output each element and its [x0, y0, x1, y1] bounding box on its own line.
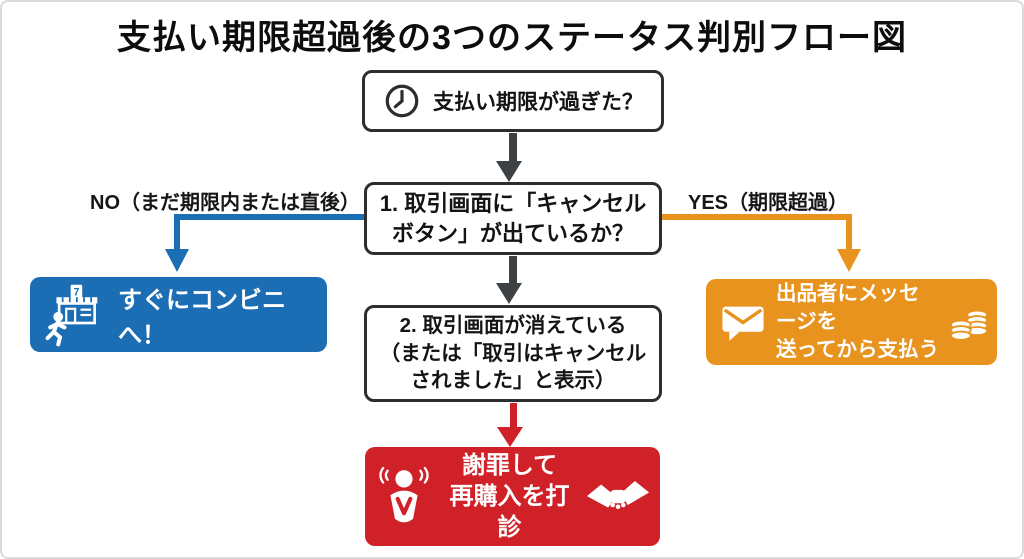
- clock-icon: [383, 82, 421, 120]
- branch-yes-label: YES（期限超過）: [688, 192, 849, 214]
- arrow-yes-vertical: [846, 214, 852, 250]
- arrow-decision1-to-decision2-stem: [509, 256, 517, 285]
- decision1-line2: ボタン」が出ているか？: [391, 220, 634, 246]
- arrow-decision1-to-decision2-head: [496, 283, 522, 304]
- result-cancel-box: 謝罪して 再購入を打診: [365, 447, 660, 546]
- decision1-line1: 1. 取引画面に「キャンセル: [379, 190, 647, 216]
- arrow-no-horizontal: [174, 214, 364, 220]
- branch-no-label: NO（まだ期限内または直後）: [90, 192, 360, 214]
- arrow-yes-horizontal: [662, 214, 852, 220]
- arrow-start-to-decision1-head: [496, 161, 522, 182]
- decision2-line2: （または「取引はキャンセル: [379, 341, 647, 365]
- result-yes-line1: 出品者にメッセージを: [776, 282, 920, 334]
- decision1-node: 1. 取引画面に「キャンセル ボタン」が出ているか？: [364, 182, 662, 255]
- decision2-line3: されました」と表示）: [410, 369, 616, 393]
- arrow-no-vertical: [174, 214, 180, 250]
- arrow-decision2-to-result-head: [497, 427, 523, 447]
- page-title: 支払い期限超過後の3つのステータス判別フロー図: [117, 19, 907, 57]
- handshake-icon: [586, 474, 650, 520]
- result-yes-line2: 送ってから支払う: [776, 337, 939, 361]
- decision2-node: 2. 取引画面が消えている （または「取引はキャンセル されました」と表示）: [364, 305, 662, 402]
- decision2-line1: 2. 取引画面が消えている: [399, 313, 627, 337]
- mail-message-icon: [720, 302, 766, 342]
- bowing-person-icon: [375, 466, 433, 528]
- result-yes-box: 出品者にメッセージを 送ってから支払う: [706, 279, 997, 365]
- start-node: 支払い期限が過ぎた？: [362, 70, 664, 132]
- result-cancel-line1: 謝罪して: [461, 451, 558, 479]
- arrow-decision2-to-result-stem: [510, 403, 517, 429]
- svg-text:7: 7: [73, 286, 79, 298]
- convenience-store-runner-icon: 7: [44, 283, 108, 347]
- result-no-label: すぐにコンビニへ！: [118, 286, 286, 349]
- coins-icon: [949, 302, 989, 342]
- arrow-start-to-decision1-stem: [509, 133, 517, 164]
- start-label: 支払い期限が過ぎた？: [433, 91, 643, 114]
- result-no-box: 7 すぐにコ: [30, 277, 327, 352]
- result-cancel-line2: 再購入を打診: [449, 482, 570, 542]
- arrow-yes-head: [837, 249, 861, 272]
- arrow-no-head: [165, 249, 189, 272]
